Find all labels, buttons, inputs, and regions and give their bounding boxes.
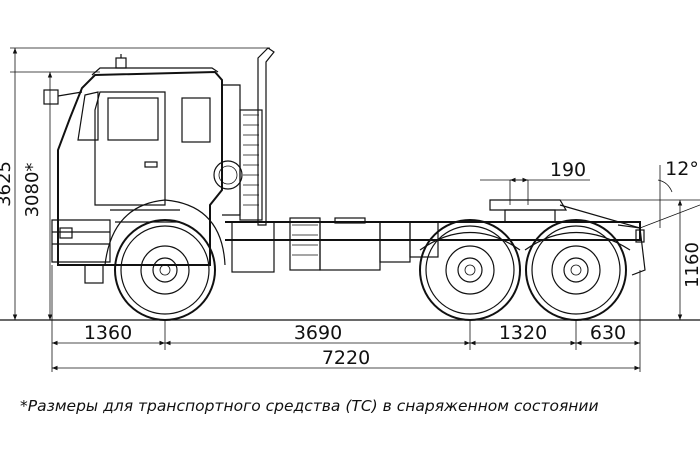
dim-wheelbase-front: 3690 — [294, 322, 342, 344]
dim-rear-overhang: 630 — [590, 322, 626, 344]
dim-rear-angle: 12° — [665, 158, 699, 180]
middle-wheel — [419, 219, 521, 321]
footnote: *Размеры для транспортного средства (ТС)… — [20, 397, 599, 415]
rear-wheel — [525, 219, 627, 321]
dim-fifth-wheel-offset: 190 — [550, 159, 586, 181]
dim-wheelbase-rear: 1320 — [499, 322, 547, 344]
dim-coupling-height: 1160 — [682, 242, 700, 288]
dim-height-max: 3625 — [0, 161, 15, 207]
dim-overall-length: 7220 — [322, 347, 370, 369]
front-wheel — [114, 219, 216, 321]
dim-height-cab: 3080* — [22, 163, 43, 218]
dim-front-overhang: 1360 — [84, 322, 132, 344]
truck-outline — [0, 47, 700, 321]
